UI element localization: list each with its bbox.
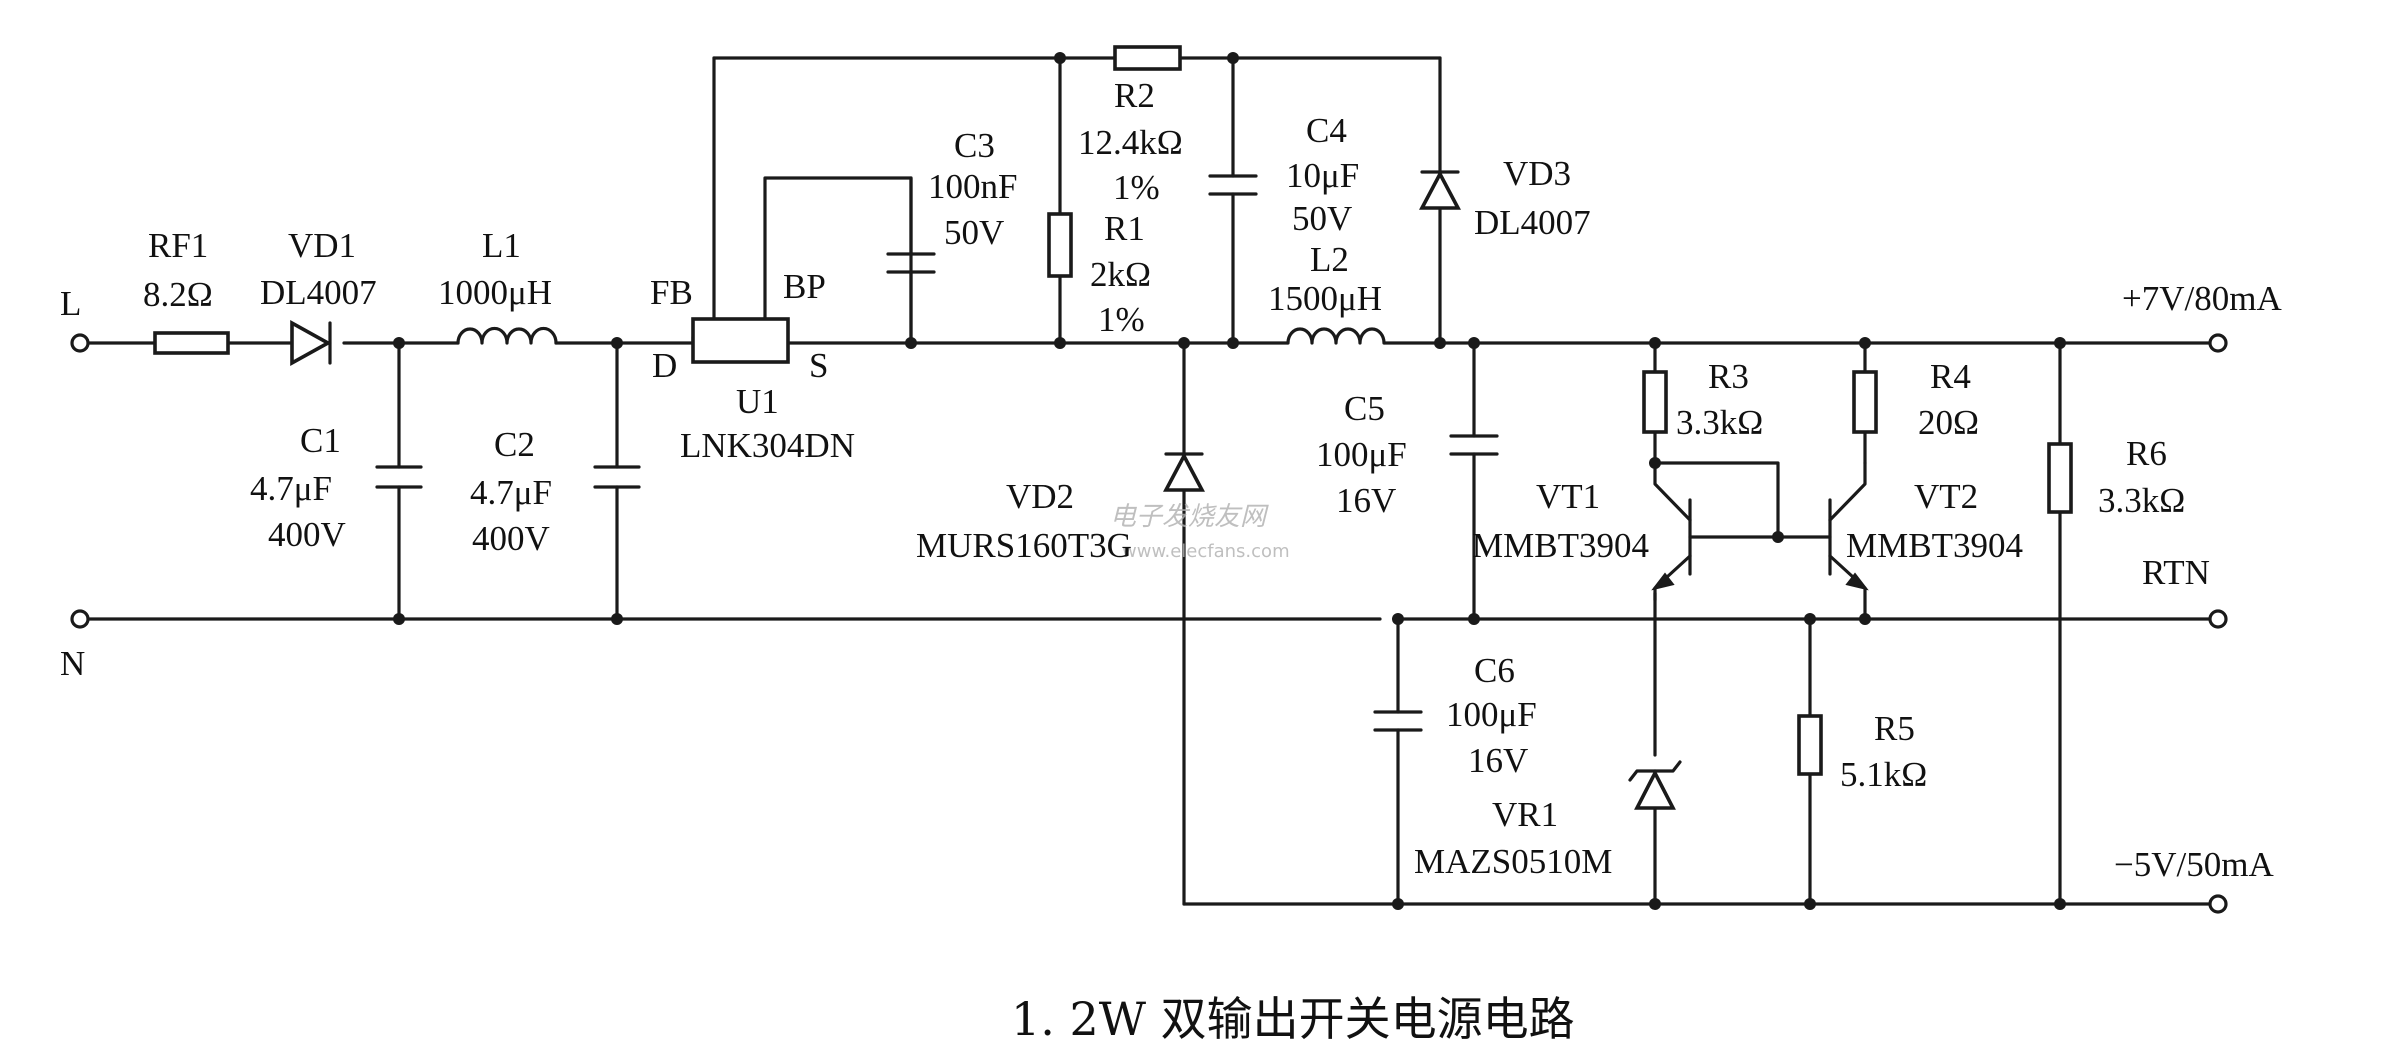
vd3-value: DL4007	[1474, 203, 1591, 242]
c1-ref: C1	[300, 421, 341, 460]
r6-resistor-symbol	[2047, 442, 2073, 514]
vt2-ref: VT2	[1914, 477, 1978, 516]
terminal-neg-label: −5V/50mA	[2114, 845, 2274, 884]
r3-ref: R3	[1708, 357, 1749, 396]
c5-capacitor-symbol	[1449, 434, 1499, 456]
r6-value: 3.3kΩ	[2098, 481, 2185, 520]
c3-rating: 50V	[944, 213, 1004, 252]
c1-value: 4.7μF	[250, 469, 332, 508]
u1-ref: U1	[736, 382, 779, 421]
terminal-N	[70, 609, 90, 629]
vd1-diode-symbol	[290, 319, 332, 367]
r5-resistor-symbol	[1797, 714, 1823, 776]
c4-ref: C4	[1306, 111, 1347, 150]
junction-dots	[393, 52, 2066, 910]
labels: L N +7V/80mA RTN −5V/50mA RF1 8.2Ω VD1 D…	[60, 76, 2282, 1046]
u1-pin-d: D	[652, 346, 677, 385]
c2-value: 4.7μF	[470, 473, 552, 512]
c1-capacitor-symbol	[375, 465, 423, 489]
l1-inductor-symbol	[456, 326, 558, 345]
terminal-pos-label: +7V/80mA	[2122, 279, 2282, 318]
c6-ref: C6	[1474, 651, 1515, 690]
terminal-L	[70, 333, 90, 353]
u1-pin-fb: FB	[650, 273, 693, 312]
l1-value: 1000μH	[438, 273, 552, 312]
u1-pin-bp: BP	[783, 267, 826, 306]
vr1-ref: VR1	[1492, 795, 1558, 834]
vd1-ref: VD1	[288, 226, 356, 265]
c6-value: 100μF	[1446, 695, 1537, 734]
watermark-url: www.elecfans.com	[1122, 541, 1290, 562]
c3-ref: C3	[954, 126, 995, 165]
watermark: 电子发烧友网 www.elecfans.com	[1110, 502, 1290, 562]
diagram-caption: 1. 2W 双输出开关电源电路	[1011, 992, 1575, 1046]
u1-pin-s: S	[809, 346, 828, 385]
terminal-neg-output	[2208, 894, 2228, 914]
c4-rating: 50V	[1292, 199, 1352, 238]
r1-tol: 1%	[1098, 300, 1145, 339]
vr1-zener-symbol	[1628, 760, 1682, 810]
vd2-ref: VD2	[1006, 477, 1074, 516]
r2-resistor-symbol	[1113, 45, 1182, 71]
rf1-value: 8.2Ω	[143, 275, 213, 314]
r1-ref: R1	[1104, 209, 1145, 248]
c5-ref: C5	[1344, 389, 1385, 428]
r6-ref: R6	[2126, 434, 2167, 473]
rf1-resistor-symbol	[153, 331, 230, 355]
r4-resistor-symbol	[1852, 370, 1878, 434]
terminal-L-label: L	[60, 284, 81, 323]
r1-value: 2kΩ	[1090, 255, 1151, 294]
vt1-ref: VT1	[1536, 477, 1600, 516]
l1-ref: L1	[482, 226, 521, 265]
c5-rating: 16V	[1336, 481, 1396, 520]
r5-value: 5.1kΩ	[1840, 755, 1927, 794]
terminal-rtn-label: RTN	[2142, 553, 2210, 592]
r2-tol: 1%	[1113, 168, 1160, 207]
vt1-value: MMBT3904	[1472, 526, 1649, 565]
r2-ref: R2	[1114, 76, 1155, 115]
u1-ic-symbol	[691, 317, 790, 364]
c2-capacitor-symbol	[593, 465, 641, 489]
vr1-value: MAZS0510M	[1414, 842, 1612, 881]
terminal-rtn	[2208, 609, 2228, 629]
r4-ref: R4	[1930, 357, 1971, 396]
vt2-transistor-symbol	[1828, 461, 1869, 621]
c3-capacitor-symbol	[886, 252, 936, 274]
r1-resistor-symbol	[1047, 212, 1073, 278]
r3-resistor-symbol	[1642, 370, 1668, 434]
r2-value: 12.4kΩ	[1078, 123, 1183, 162]
vd3-ref: VD3	[1503, 154, 1571, 193]
c1-rating: 400V	[268, 515, 346, 554]
vd1-value: DL4007	[260, 273, 377, 312]
l2-inductor-symbol	[1286, 325, 1386, 345]
c5-value: 100μF	[1316, 435, 1407, 474]
c4-capacitor-symbol	[1208, 174, 1258, 196]
c4-value: 10μF	[1286, 156, 1359, 195]
c3-value: 100nF	[928, 167, 1017, 206]
vd2-value: MURS160T3G	[916, 526, 1132, 565]
vt1-transistor-symbol	[1651, 461, 1692, 602]
c6-capacitor-symbol	[1373, 710, 1423, 732]
r3-value: 3.3kΩ	[1676, 403, 1763, 442]
l2-ref: L2	[1310, 240, 1349, 279]
watermark-text: 电子发烧友网	[1110, 502, 1269, 532]
rf1-ref: RF1	[148, 226, 208, 265]
r5-ref: R5	[1874, 709, 1915, 748]
vt2-value: MMBT3904	[1846, 526, 2023, 565]
c2-rating: 400V	[472, 519, 550, 558]
r4-value: 20Ω	[1918, 403, 1979, 442]
terminal-pos-output	[2208, 333, 2228, 353]
c2-ref: C2	[494, 425, 535, 464]
vd2-diode-symbol	[1163, 452, 1205, 492]
terminal-N-label: N	[60, 644, 85, 683]
vd3-diode-symbol	[1419, 170, 1461, 210]
u1-value: LNK304DN	[680, 426, 855, 465]
c6-rating: 16V	[1468, 741, 1528, 780]
l2-value: 1500μH	[1268, 279, 1382, 318]
